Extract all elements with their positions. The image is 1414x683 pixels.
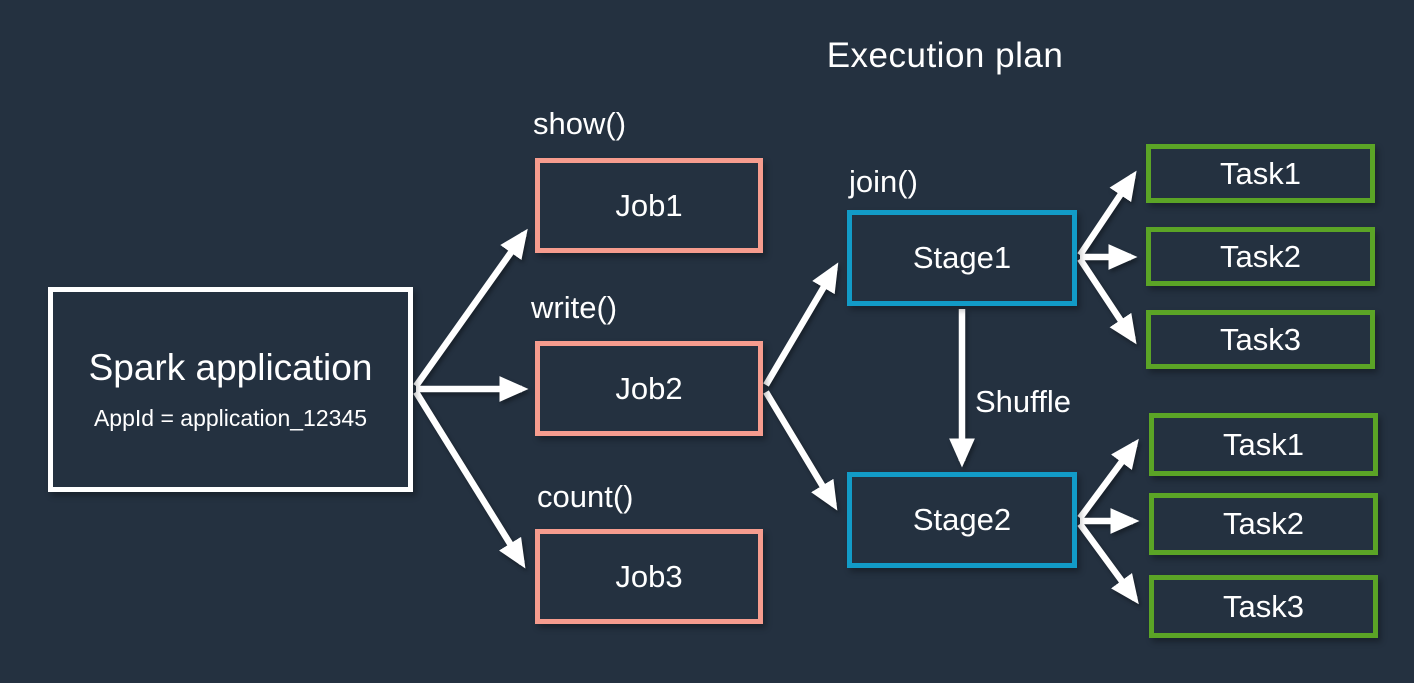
stage1-task1-label: Task1	[1220, 155, 1301, 191]
spark-application-label: Spark application	[88, 347, 373, 388]
stage2-task1-box: Task1	[1149, 413, 1378, 476]
arrow-stage1-to-task1	[1077, 170, 1137, 257]
stage1-method-label: join()	[849, 164, 918, 199]
job1-box: Job1	[535, 158, 763, 253]
stage1-task2-box: Task2	[1146, 227, 1375, 286]
stage2-task3-box: Task3	[1149, 575, 1378, 638]
arrow-app-to-job1	[413, 228, 528, 388]
arrow-job2-to-stage2	[763, 390, 838, 511]
stage2-task1-label: Task1	[1223, 426, 1304, 462]
job1-label: Job1	[615, 187, 683, 223]
app-id-label: AppId = application_12345	[93, 405, 368, 431]
job2-label: Job2	[615, 370, 683, 406]
stage1-task3-box: Task3	[1146, 310, 1375, 369]
stage2-task2-box: Task2	[1149, 493, 1378, 555]
stage1-task2-label: Task2	[1220, 238, 1301, 274]
job3-box: Job3	[535, 529, 763, 624]
job3-label: Job3	[615, 558, 683, 594]
stage1-label: Stage1	[912, 240, 1012, 275]
stage1-task1-box: Task1	[1146, 144, 1375, 203]
job3-method-label: count()	[537, 479, 634, 514]
stage1-task3-label: Task3	[1220, 321, 1301, 357]
spark-application-box: Spark application AppId = application_12…	[48, 287, 413, 492]
shuffle-label: Shuffle	[975, 384, 1071, 419]
stage1-box: Stage1	[847, 210, 1077, 306]
arrow-stage2-to-task1	[1077, 438, 1139, 520]
job2-method-label: write()	[531, 290, 618, 325]
arrow-job2-to-stage1	[763, 262, 839, 387]
arrow-stage1-to-task3	[1077, 257, 1137, 345]
job2-box: Job2	[535, 341, 763, 436]
job1-method-label: show()	[533, 106, 627, 141]
diagram-title: Execution plan	[826, 36, 1064, 75]
arrow-app-to-job3	[413, 390, 526, 569]
stage2-label: Stage2	[912, 502, 1012, 537]
stage2-task3-label: Task3	[1223, 588, 1304, 624]
arrow-stage2-to-task3	[1077, 522, 1139, 605]
stage2-box: Stage2	[847, 472, 1077, 568]
stage2-task2-label: Task2	[1223, 506, 1304, 541]
